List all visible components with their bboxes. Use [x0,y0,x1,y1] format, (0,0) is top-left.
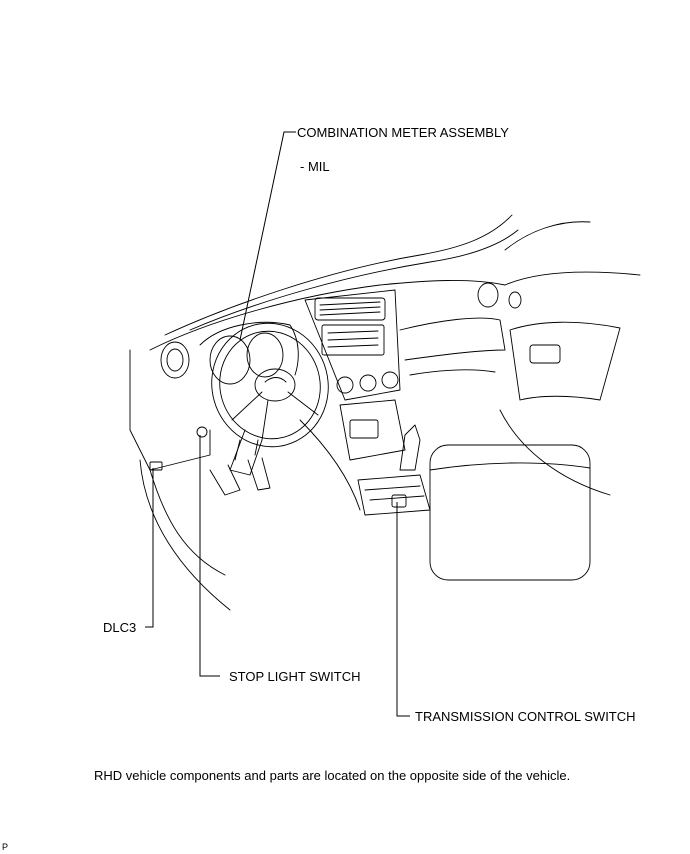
label-dlc3: DLC3 [103,620,137,635]
climate-knob-3 [381,371,399,389]
windshield-inner [189,229,519,331]
steering-wheel-inner [219,330,321,440]
transmission-switch-part [391,494,407,508]
leader-combination-meter [239,131,296,341]
leader-stop-light-switch [199,435,220,677]
climate-knob-1 [336,376,354,394]
right-dash [399,317,506,361]
shifter-base [357,474,431,516]
right-vent [477,282,499,308]
armrest-console [429,444,591,581]
glovebox [409,369,496,376]
dlc3-part [149,461,163,471]
accelerator-pedal [247,457,271,491]
rhd-note: RHD vehicle components and parts are loc… [94,768,571,783]
steering-wheel-outer [211,322,329,448]
meter-gauge-left [209,335,251,385]
dash-top [149,280,506,351]
label-stop-light-switch: STOP LIGHT SWITCH [229,669,361,684]
meter-hood [199,322,299,376]
stop-light-switch-part [196,426,208,438]
center-console [339,399,406,461]
leader-transmission-switch [396,502,410,717]
center-stack [304,289,401,401]
shift-lever [399,424,421,471]
label-mil: - MIL [300,159,330,174]
figure-code: P [2,842,9,852]
meter-gauge-right [246,332,284,378]
center-vents [314,297,386,321]
windshield-frame [164,214,513,336]
brake-pedal [209,464,241,496]
door-panel [504,221,641,286]
leader-dlc3 [145,468,154,628]
label-transmission-control-switch: TRANSMISSION CONTROL SWITCH [415,709,636,724]
label-combination-meter-assembly: COMBINATION METER ASSEMBLY [297,125,509,140]
left-vent [160,341,190,379]
dashboard-illustration [129,214,641,611]
audio-unit [321,324,385,356]
leader-lines [145,131,410,717]
lower-left-panel [139,459,231,611]
climate-knob-2 [359,374,377,392]
kick-panel [149,469,226,576]
steering-hub [254,368,296,402]
